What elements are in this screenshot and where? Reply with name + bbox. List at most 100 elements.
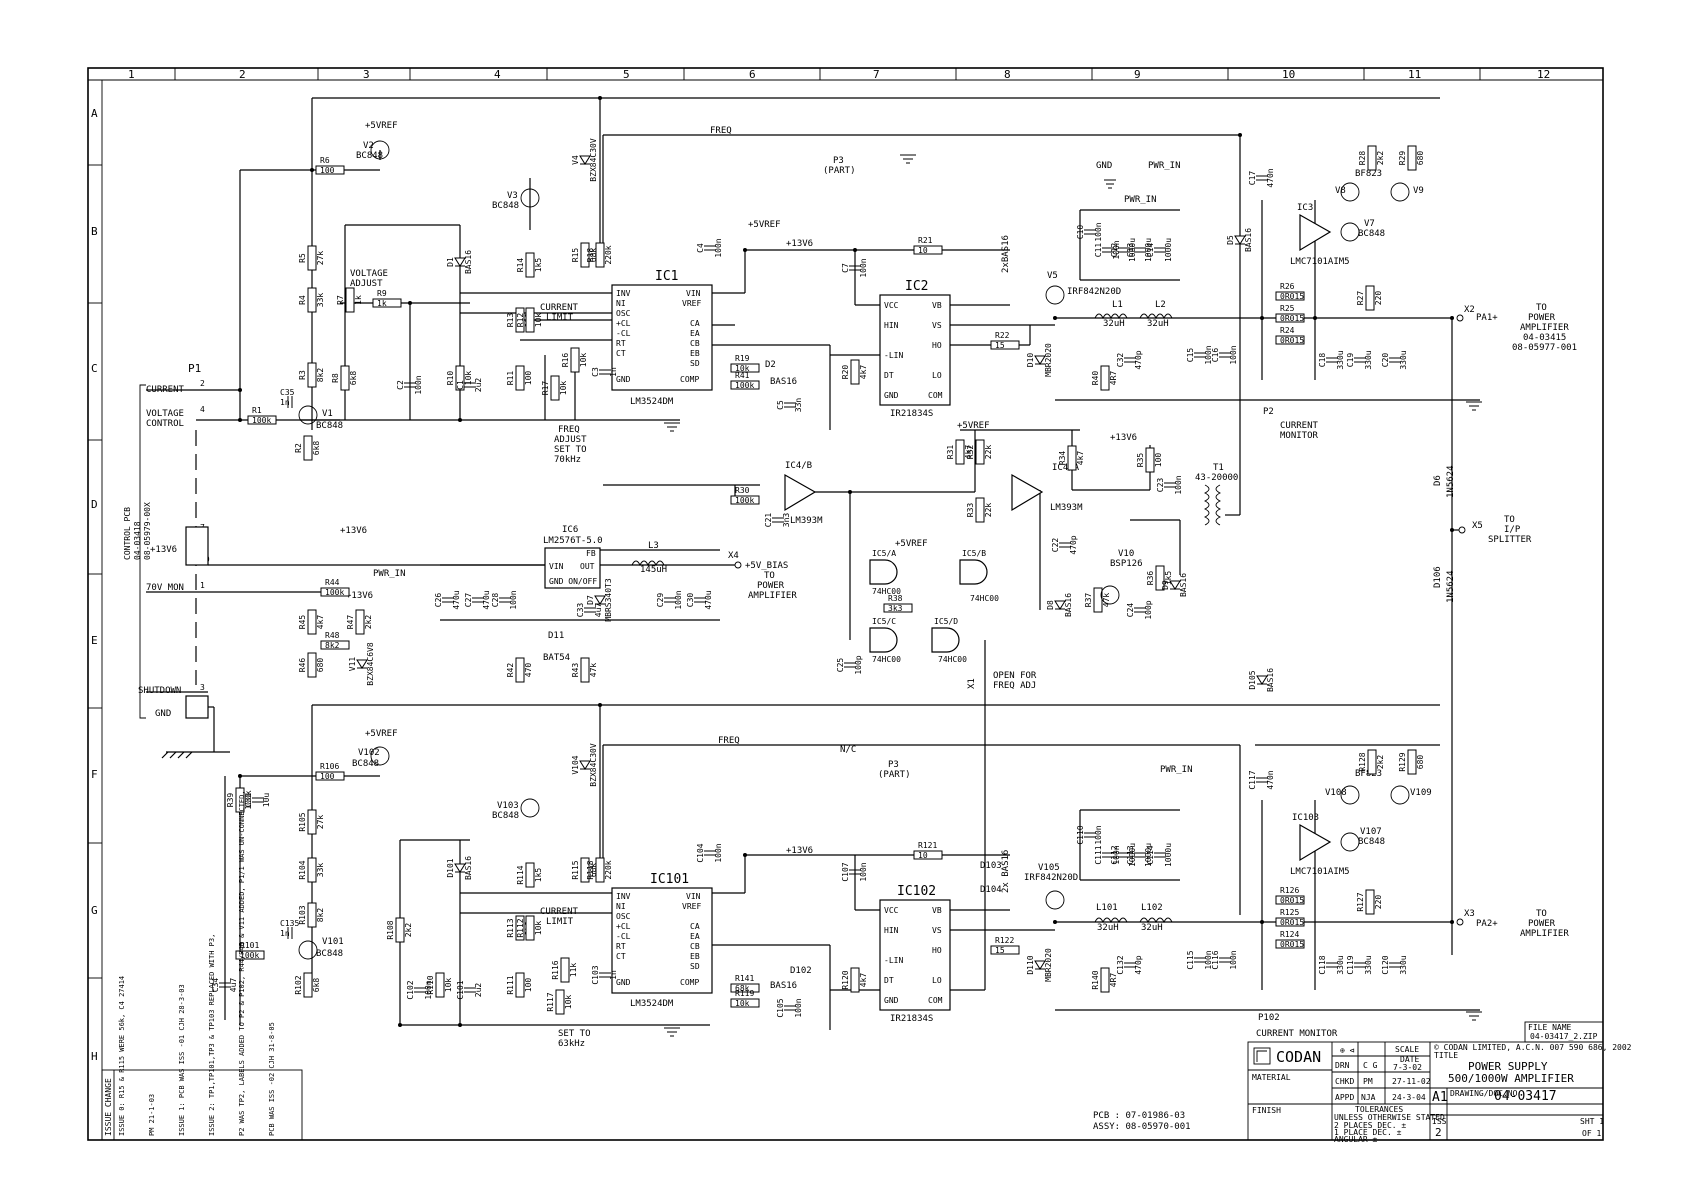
component-value: 1n bbox=[609, 367, 618, 377]
v89-part: BF823 bbox=[1355, 169, 1382, 179]
v107-part: BC848 bbox=[1358, 837, 1385, 847]
component-value: 10k bbox=[464, 371, 473, 386]
resistor-icon bbox=[1100, 967, 1110, 993]
resistor-icon bbox=[372, 298, 402, 308]
freq-adjust-1: FREQ bbox=[558, 425, 580, 435]
resistor-icon bbox=[515, 915, 525, 941]
ic101-ref: IC101 bbox=[650, 872, 689, 887]
set-to-bottom-1: SET TO bbox=[558, 1029, 591, 1039]
d106-part: 1N5624 bbox=[1446, 570, 1456, 603]
p1-ref: P1 bbox=[188, 362, 201, 375]
ic1-pin-gnd: GND bbox=[616, 375, 631, 384]
component-value: 22k bbox=[984, 503, 993, 518]
v108-ref: V108 bbox=[1325, 788, 1347, 798]
component-ref: R44 bbox=[325, 578, 340, 587]
d106-ref: D106 bbox=[1433, 566, 1443, 588]
resistor-icon bbox=[730, 380, 760, 390]
diode-icon bbox=[579, 155, 591, 165]
component-value: 680 bbox=[1416, 755, 1425, 770]
pa2-label: PA2+ bbox=[1476, 919, 1498, 929]
transistor-v107-icon bbox=[1340, 832, 1360, 852]
component-value: 4k7 bbox=[964, 445, 973, 460]
component-ref: R27 bbox=[1356, 291, 1365, 306]
component-ref: R40 bbox=[1091, 371, 1100, 386]
col-11: 11 bbox=[1408, 68, 1421, 81]
drawing-title-2: 500/1000W AMPLIFIER bbox=[1448, 1072, 1574, 1085]
component-ref: R8 bbox=[331, 373, 340, 383]
inductor-l102-icon bbox=[1139, 917, 1173, 924]
iss-header: ISS bbox=[1432, 1117, 1447, 1126]
component-value: BZX84C6V8 bbox=[366, 642, 375, 686]
v101-part: BC848 bbox=[316, 949, 343, 959]
resistor-icon bbox=[525, 862, 535, 888]
v101-ref: V101 bbox=[322, 937, 344, 947]
component-ref: C28 bbox=[491, 593, 500, 608]
freq-adjust-3: SET TO bbox=[554, 445, 587, 455]
p5vref-v102: +5VREF bbox=[365, 729, 398, 739]
resistor-icon bbox=[975, 439, 985, 465]
capacitor-icon bbox=[287, 396, 293, 408]
resistor-icon bbox=[1275, 313, 1305, 323]
component-ref: C119 bbox=[1346, 955, 1355, 974]
current-monitor-top-1: CURRENT bbox=[1280, 421, 1319, 431]
component-ref: R48 bbox=[325, 631, 340, 640]
v2-ref: V2 bbox=[363, 141, 374, 151]
issue-change-line: PCB WAS ISS -02 CJH 31-8-05 bbox=[268, 1022, 276, 1136]
x2-ref: X2 bbox=[1464, 305, 1475, 315]
p13v6-ic4-label: +13V6 bbox=[1110, 433, 1137, 443]
x2-dest-3: AMPLIFIER bbox=[1520, 323, 1569, 333]
v107-ref: V107 bbox=[1360, 827, 1382, 837]
component-ref: R112 bbox=[516, 918, 525, 937]
resistor-icon bbox=[315, 771, 345, 781]
ic1-pin-sd: SD bbox=[690, 359, 700, 368]
component-ref: R129 bbox=[1398, 752, 1407, 771]
component-ref: R125 bbox=[1280, 908, 1299, 917]
chkd-label: CHKD bbox=[1335, 1077, 1354, 1086]
resistor-icon bbox=[730, 363, 760, 373]
appd-by: NJA bbox=[1361, 1093, 1376, 1102]
ic6-gnd: GND ON/OFF bbox=[549, 577, 597, 586]
resistor-icon bbox=[1275, 939, 1305, 949]
component-value: 15 bbox=[995, 946, 1005, 955]
component-value: 10k bbox=[534, 921, 543, 936]
resistor-icon bbox=[580, 857, 590, 883]
ic4a-comparator bbox=[1011, 473, 1044, 512]
ic102-pin-vb: VB bbox=[932, 906, 942, 915]
component-ref: R106 bbox=[320, 762, 339, 771]
capacitor-icon bbox=[1059, 542, 1071, 548]
connector-x4-icon bbox=[734, 561, 742, 569]
p2-ref: P2 bbox=[1263, 407, 1274, 417]
component-ref: C110 bbox=[1076, 825, 1085, 844]
component-ref: R15 bbox=[571, 248, 580, 263]
component-value: 68k bbox=[589, 248, 598, 263]
l102-ref: L102 bbox=[1141, 903, 1163, 913]
capacitor-icon bbox=[1118, 852, 1130, 858]
capacitor-icon bbox=[252, 797, 264, 803]
component-ref: R122 bbox=[995, 936, 1014, 945]
component-value: 100k bbox=[252, 416, 271, 425]
component-ref: C4 bbox=[696, 243, 705, 253]
component-value: BAS16 bbox=[1266, 668, 1275, 692]
d2-part: BAS16 bbox=[770, 377, 797, 387]
freq-net-label: FREQ bbox=[710, 126, 732, 136]
ic102-part: IR21834S bbox=[890, 1014, 933, 1024]
component-ref: R114 bbox=[516, 865, 525, 884]
top-channel-ics: IC1 LM3524DM INV NI OSC +CL -CL RT CT VI… bbox=[543, 203, 1350, 664]
voltage-adjust-1: VOLTAGE bbox=[350, 269, 388, 279]
resistor-icon bbox=[1275, 335, 1305, 345]
ic102-pin-lin: -LIN bbox=[884, 956, 903, 965]
component-value: 10k bbox=[735, 364, 750, 373]
ic6-out: OUT bbox=[580, 562, 595, 571]
